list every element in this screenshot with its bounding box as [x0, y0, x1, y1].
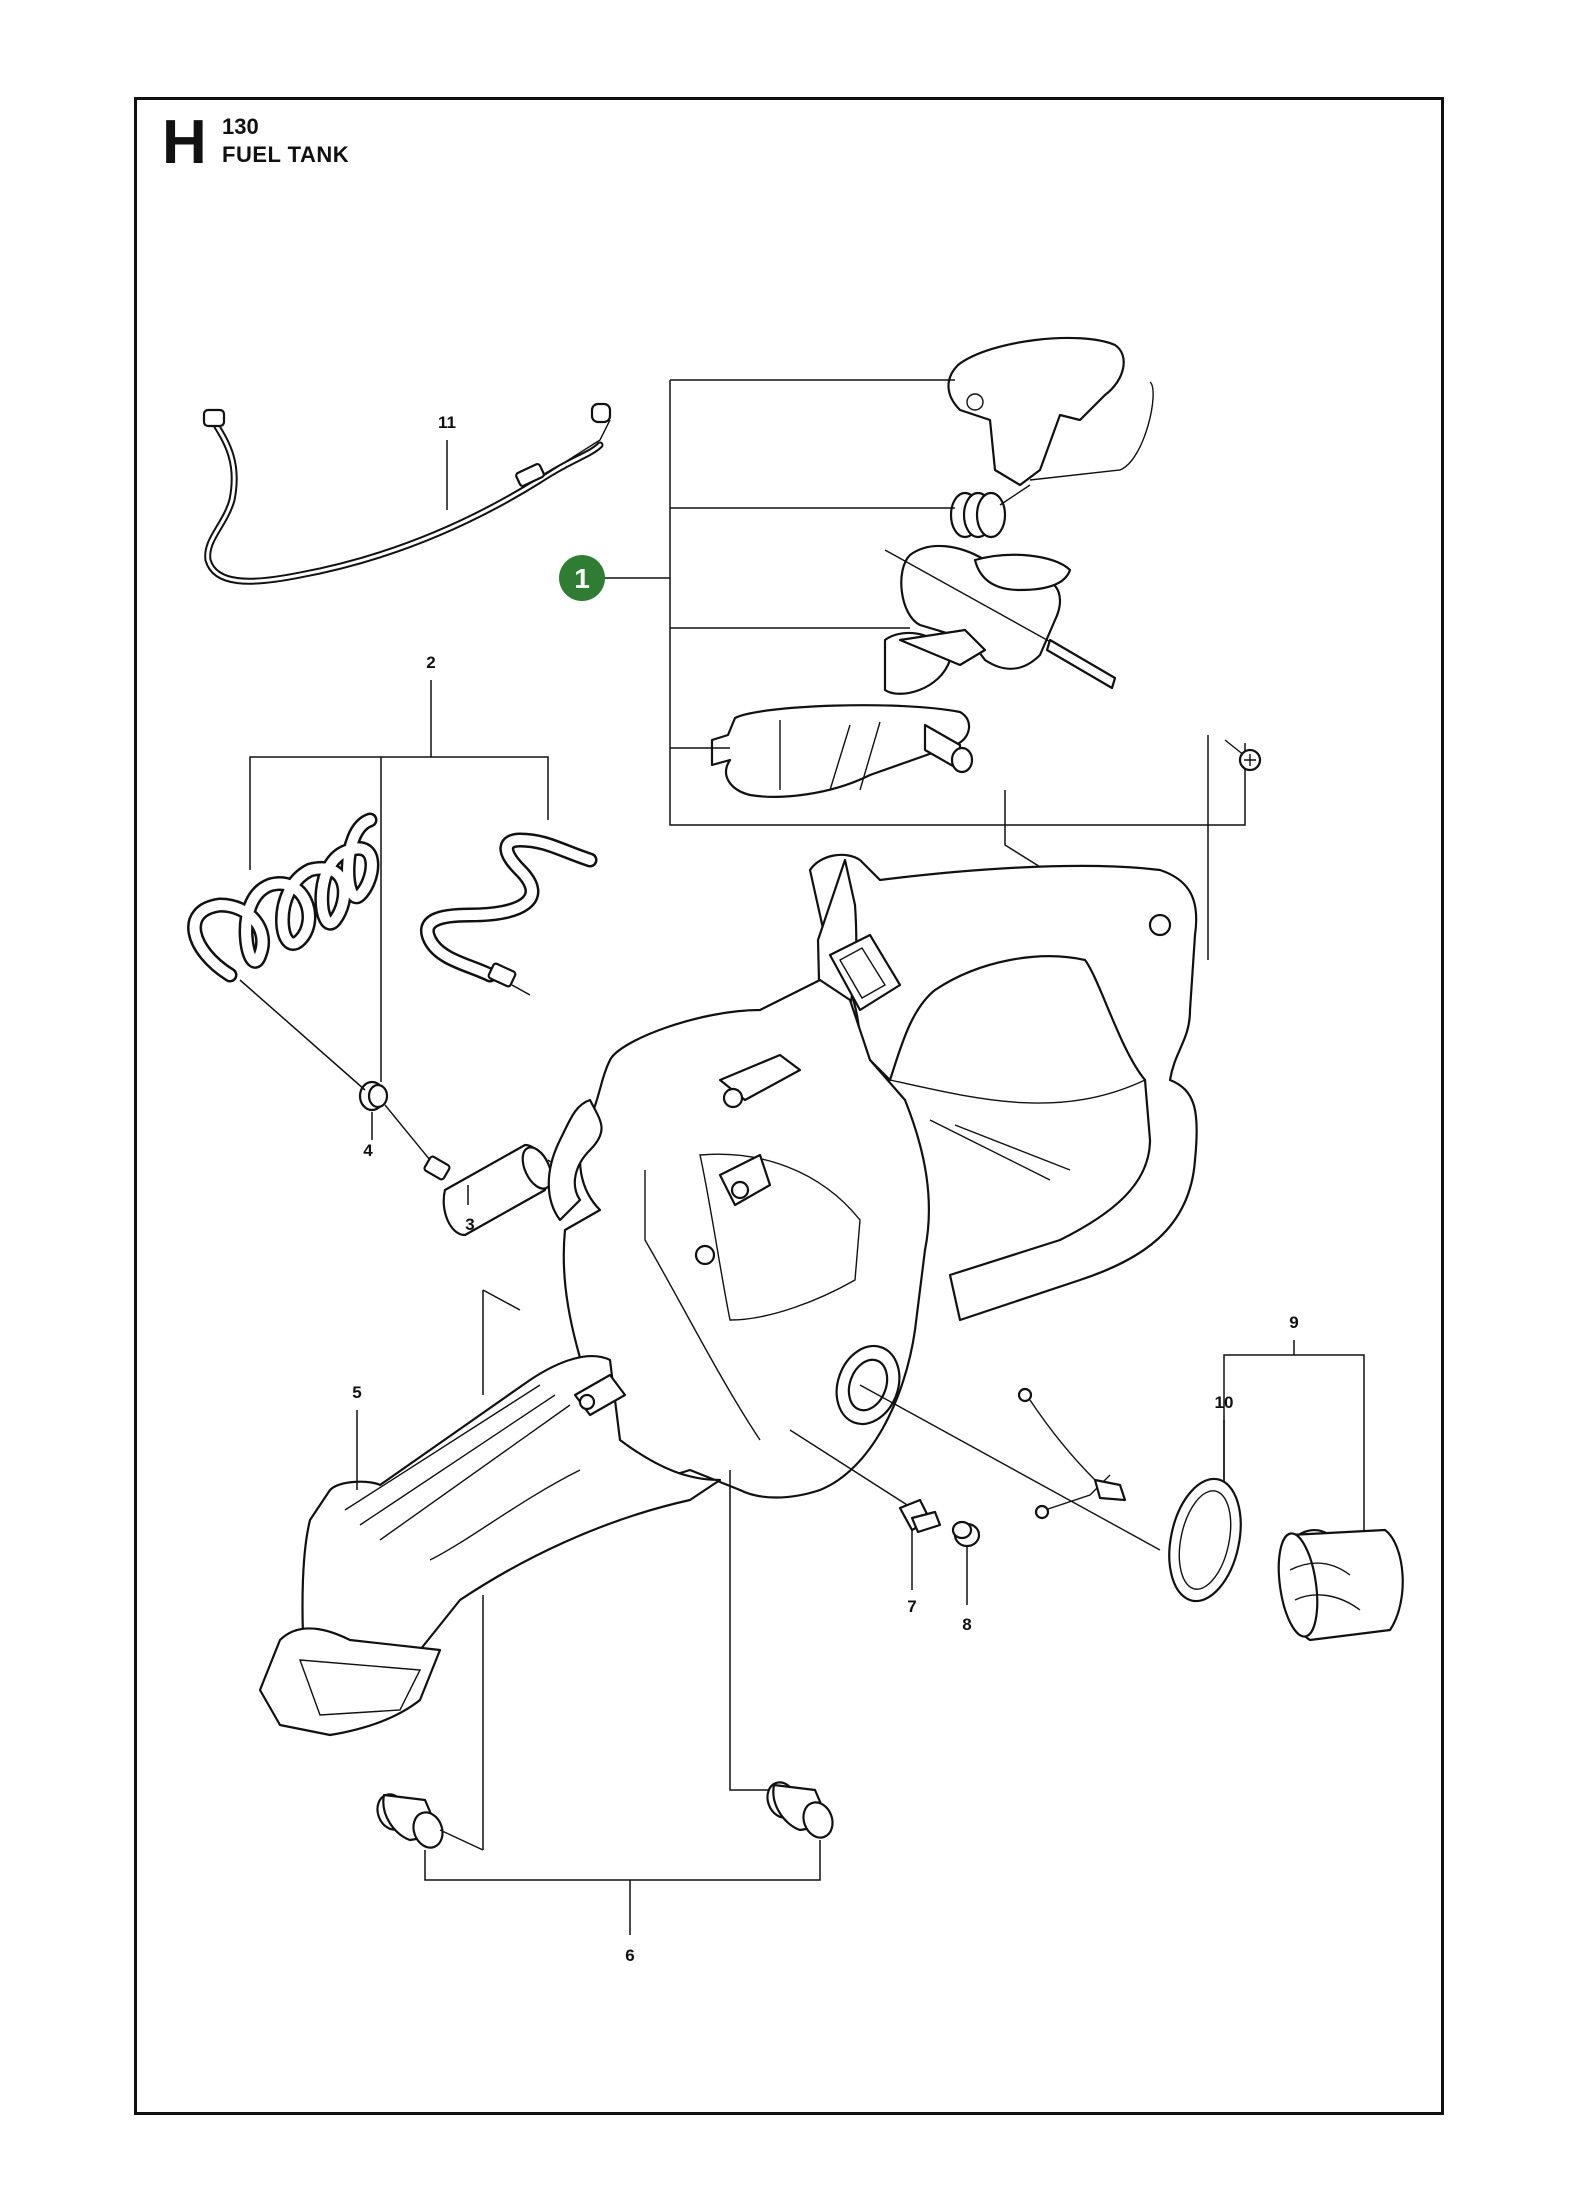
cable-part-11[interactable]	[202, 402, 612, 585]
screw	[1224, 739, 1262, 772]
callout-8: 8	[962, 1615, 971, 1634]
kit-badge-label: 1	[574, 563, 590, 594]
diagram-frame	[134, 97, 1444, 2115]
damper-bracket	[424, 1470, 821, 1935]
vibration-damper-right[interactable]	[763, 1778, 838, 1841]
valve-part-7[interactable]	[898, 1498, 942, 1534]
callout-3: 3	[465, 1215, 474, 1234]
cap-path	[859, 1384, 1161, 1551]
leader-4-dash	[239, 979, 366, 1091]
section-letter: H	[162, 108, 207, 177]
callout-11: 11	[438, 413, 456, 432]
callout-2: 2	[426, 653, 435, 672]
section-title: FUEL TANK	[222, 142, 350, 167]
callout-5: 5	[352, 1383, 361, 1402]
callout-4: 4	[363, 1141, 373, 1160]
spring	[949, 484, 1031, 539]
plug-part-8[interactable]	[951, 1520, 981, 1548]
callout-6: 6	[625, 1946, 634, 1965]
section-number: 130	[222, 114, 259, 139]
fuel-tank-housing[interactable]	[258, 853, 1198, 1737]
grommet-part-4[interactable]	[358, 1080, 389, 1112]
rear-handle-bracket-part-5	[356, 1289, 521, 1490]
valve-path	[789, 1429, 916, 1511]
fuel-cap-part-9[interactable]	[1017, 1387, 1404, 1642]
kit-badge[interactable]: 1	[559, 555, 605, 601]
fuel-filter-part-3[interactable]	[384, 1104, 571, 1237]
hose-bracket	[249, 680, 549, 1082]
vibration-damper-left[interactable]	[373, 1790, 484, 1851]
callout-7: 7	[907, 1597, 916, 1616]
o-ring-part-10[interactable]	[1159, 1472, 1251, 1607]
trigger-kit-part-1[interactable]	[710, 336, 1154, 798]
callout-9: 9	[1289, 1313, 1298, 1332]
fuel-hose-part-2[interactable]	[187, 812, 598, 996]
cap-bracket	[1223, 1340, 1365, 1530]
